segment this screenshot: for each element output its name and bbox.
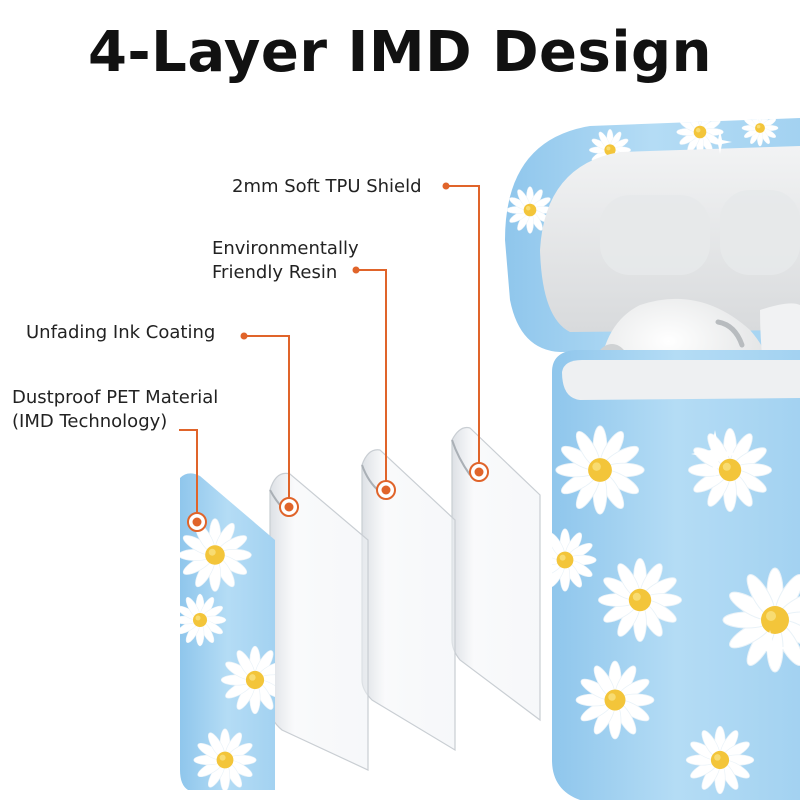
layer-pet-printed — [180, 473, 275, 790]
callout-line-resin — [356, 269, 387, 490]
callout-dots — [187, 182, 489, 532]
label-ink-coating: Unfading Ink Coating — [26, 321, 215, 345]
callouts — [179, 185, 480, 522]
callout-start-dot-tpu — [442, 182, 450, 190]
callout-start-dot-ink — [240, 332, 248, 340]
label-pet-line-1: Dustproof PET Material — [12, 387, 219, 408]
label-resin-line-2: Friendly Resin — [212, 262, 338, 283]
layer-ink-coating — [269, 472, 369, 771]
callout-line-pet — [179, 429, 198, 522]
callout-line-ink — [244, 335, 290, 507]
callout-line-tpu — [446, 185, 480, 472]
label-resin: Environmentally Friendly Resin — [212, 237, 359, 285]
label-tpu-shield: 2mm Soft TPU Shield — [232, 175, 422, 199]
label-pet-line-2: (IMD Technology) — [12, 411, 168, 432]
callout-start-dot-resin — [352, 266, 360, 274]
label-ink-coating-line: Unfading Ink Coating — [26, 322, 216, 343]
label-resin-line-1: Environmentally — [212, 238, 359, 259]
case-lid — [505, 118, 800, 352]
layer-resin — [361, 449, 456, 752]
case-body — [552, 350, 800, 800]
sparkles — [691, 130, 788, 666]
layer-tpu-shield — [451, 426, 541, 722]
page-title: 4-Layer IMD Design — [87, 20, 713, 85]
label-tpu-shield-line: 2mm Soft TPU Shield — [232, 176, 422, 197]
label-pet-material: Dustproof PET Material (IMD Technology) — [12, 386, 218, 434]
